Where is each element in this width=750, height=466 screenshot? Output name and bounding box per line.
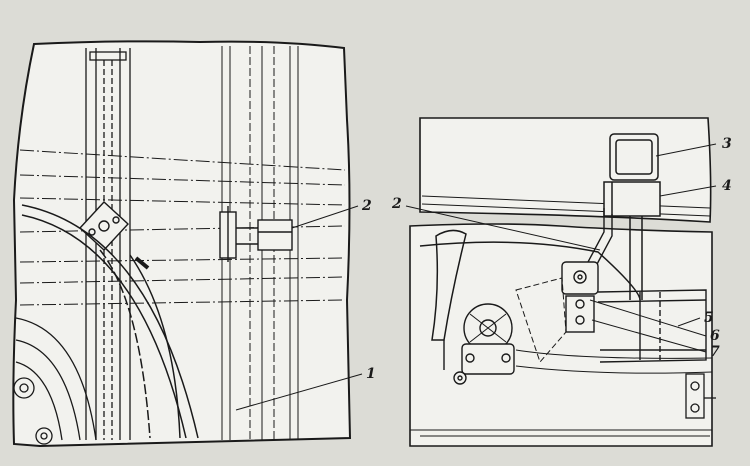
right-lower-panel xyxy=(409,223,713,447)
left-panel-outline xyxy=(12,40,352,448)
left-wheel-arch xyxy=(21,204,199,439)
left-wheel-hub xyxy=(13,317,97,445)
left-clamp xyxy=(79,201,129,251)
callout-right-3: 3 xyxy=(722,136,732,152)
central-bracket xyxy=(561,261,599,333)
left-centerlines xyxy=(19,149,346,306)
right-leaders xyxy=(405,143,717,353)
part-5-frame-member xyxy=(597,289,707,363)
fender-curve xyxy=(419,229,641,341)
dashed-strut xyxy=(515,277,567,363)
part-4-bracket xyxy=(603,181,661,300)
left-leaders xyxy=(235,205,363,411)
right-bottom-lines xyxy=(410,349,713,437)
callouts: 1 2 2 3 4 5 6 7 xyxy=(361,136,732,382)
callout-right-5: 5 xyxy=(704,310,714,326)
callout-left-2: 2 xyxy=(361,198,372,214)
part-3-box xyxy=(609,133,659,181)
right-panel xyxy=(405,117,717,447)
callout-right-6: 6 xyxy=(710,328,720,344)
left-bracket-2 xyxy=(219,206,293,262)
callout-right-4: 4 xyxy=(722,178,732,194)
callout-right-2: 2 xyxy=(391,196,402,212)
callout-right-7: 7 xyxy=(710,344,720,360)
spring-mount xyxy=(443,303,515,385)
callout-left-1: 1 xyxy=(366,366,376,382)
bottom-right-fitting xyxy=(685,373,716,419)
left-panel xyxy=(12,40,363,448)
